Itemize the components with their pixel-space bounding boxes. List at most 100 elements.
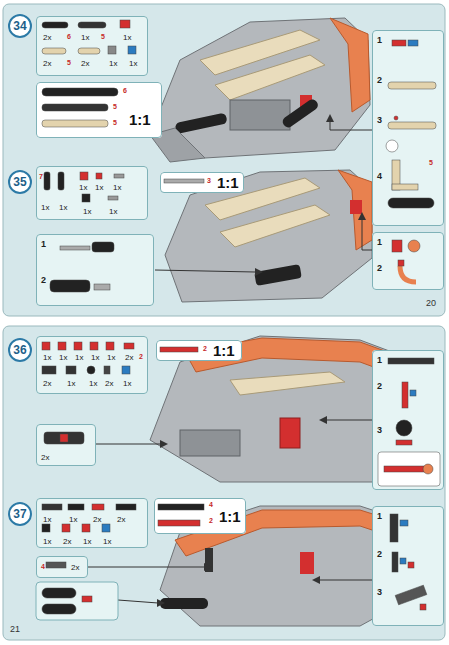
parts-panel-ground: [36, 234, 154, 306]
quantity-label: 1x: [107, 353, 115, 362]
part-icon: [42, 48, 66, 54]
part-icon: [392, 40, 406, 46]
sub-step-number: 3: [377, 587, 382, 597]
sub-step-number: 2: [377, 549, 382, 559]
part-icon: [158, 520, 200, 526]
model-illustration: [338, 170, 372, 250]
part-icon: [42, 604, 76, 614]
part-icon: [46, 562, 66, 568]
arrow-head: [319, 416, 327, 424]
quantity-label: 1x: [41, 203, 49, 212]
arrow-head: [312, 576, 320, 584]
parts-panel-ground: [36, 166, 148, 220]
quantity-label: 1x: [123, 379, 131, 388]
scale-box: 31:1: [160, 172, 244, 193]
part-icon: [42, 366, 56, 374]
parts-list-box: 2x61x51x2x52x1x1x: [36, 16, 148, 76]
sub-step-callout: 12: [36, 234, 154, 306]
part-icon: [104, 366, 110, 374]
part-length-number: 5: [101, 33, 105, 41]
part-icon: [94, 284, 110, 290]
part-icon: [400, 520, 408, 526]
scale-panel-ground: [8, 14, 32, 38]
page-panel: [3, 4, 445, 640]
model-illustration: [205, 548, 213, 572]
part-length-number: 7: [39, 173, 43, 181]
parts-panel-ground: [36, 582, 118, 620]
quantity-label: 1x: [103, 537, 111, 546]
part-icon: [102, 524, 110, 532]
quantity-label: 1x: [59, 353, 67, 362]
scale-panel-ground: [36, 82, 162, 138]
part-icon: [42, 104, 108, 111]
quantity-label: 1x: [129, 59, 137, 68]
part-icon: [160, 347, 198, 352]
sub-step-number: 3: [377, 425, 382, 435]
sub-step-number: 2: [377, 263, 382, 273]
part-icon: [68, 504, 84, 510]
part-icon: [60, 246, 90, 250]
part-length-number: 5: [113, 119, 117, 127]
quantity-label: 1x: [83, 537, 91, 546]
page-panel: [3, 4, 445, 316]
page-number: 20: [426, 298, 436, 308]
step-number-circle: 34: [8, 14, 32, 38]
part-icon: [92, 504, 104, 510]
step-number-circle: 35: [8, 170, 32, 194]
part-length-number: 2: [209, 517, 213, 525]
part-icon: [390, 514, 398, 542]
model-illustration: [350, 200, 362, 214]
part-icon: [78, 22, 106, 28]
part-icon: [58, 342, 66, 350]
part-icon: [42, 588, 76, 598]
quantity-label: 1x: [109, 59, 117, 68]
part-icon: [124, 343, 134, 349]
part-icon: [80, 172, 88, 180]
part-length-number: 4: [209, 501, 213, 509]
part-icon: [423, 464, 433, 474]
model-illustration: [230, 372, 345, 395]
part-icon: [392, 184, 418, 190]
parts-list-box: 1x1x1x1x1x2x22x1x1x2x1x: [36, 336, 148, 394]
part-icon: [128, 46, 136, 54]
part-icon: [400, 266, 416, 282]
part-icon: [378, 452, 440, 486]
part-icon: [396, 440, 412, 445]
sub-step-number: 1: [377, 237, 382, 247]
sub-step-callout: 12345: [372, 30, 444, 226]
scale-panel-ground: [156, 340, 242, 360]
part-icon: [106, 342, 114, 350]
scale-panel-ground: [160, 172, 244, 192]
part-icon: [74, 342, 82, 350]
part-icon: [42, 22, 68, 28]
sub-step-number: 2: [377, 75, 382, 85]
part-icon: [384, 466, 424, 472]
step-number: 35: [10, 172, 30, 192]
quantity-label: 1x: [67, 379, 75, 388]
part-length-number: 4: [41, 563, 45, 571]
parts-panel-ground: [372, 30, 444, 226]
quantity-label: 1x: [59, 203, 67, 212]
quantity-label: 2x: [125, 353, 133, 362]
scale-box: 421:1: [154, 498, 246, 534]
leader-arrow: [155, 270, 255, 272]
leader-arrow: [88, 567, 205, 568]
quantity-label: 1x: [83, 207, 91, 216]
part-icon: [398, 260, 404, 266]
quantity-label: 2x: [43, 379, 51, 388]
part-icon: [82, 596, 92, 602]
part-icon: [388, 198, 434, 208]
quantity-label: 1x: [81, 33, 89, 42]
sub-step-callout: 12: [372, 232, 444, 290]
model-illustration: [330, 18, 370, 112]
part-icon: [400, 558, 406, 564]
part-icon: [90, 342, 98, 350]
part-icon: [408, 40, 418, 46]
parts-list-box: 1x1x2x2x1x2x1x1x: [36, 498, 148, 548]
leader-arrow: [318, 580, 372, 581]
quantity-label: 2x: [43, 59, 51, 68]
arrow-head: [358, 212, 366, 220]
model-illustration: [175, 112, 228, 134]
part-icon: [386, 140, 398, 152]
